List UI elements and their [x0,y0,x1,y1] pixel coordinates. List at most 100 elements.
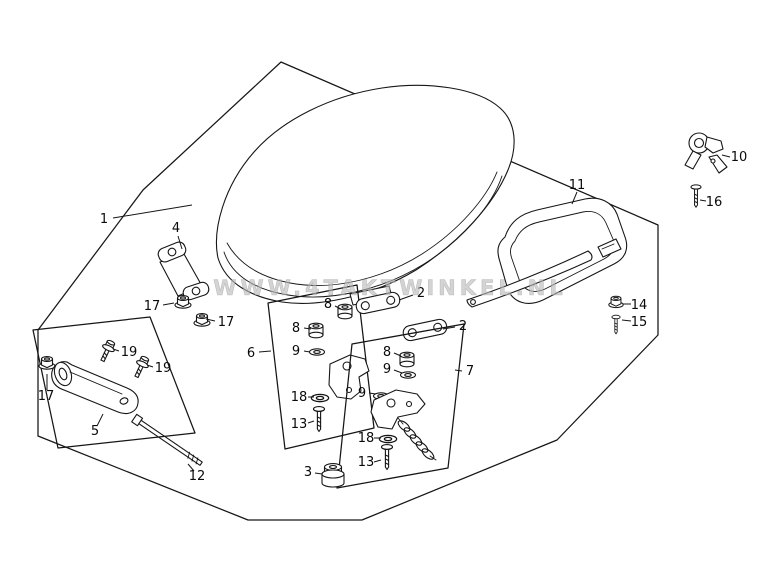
nut-17-icon [38,356,56,370]
rod-threads [187,451,199,465]
bracket-hole [386,398,396,408]
part-label-8: 8 [383,345,391,360]
leader-line-15 [621,319,632,322]
part-label-17: 17 [38,389,55,404]
toolbox-lid-part-11 [466,197,628,308]
hinge-bend-line [69,371,123,395]
latch-part-10 [684,132,728,174]
washer-18-icon [378,434,398,444]
part-label-16: 16 [706,195,723,210]
part-label-4: 4 [172,221,180,236]
part-label-14: 14 [631,298,648,313]
screw-15-icon [611,314,621,335]
part-label-17: 17 [144,299,161,314]
leader-line-8 [303,327,312,330]
washer-9-icon [399,371,417,379]
screw-13-icon [380,444,394,471]
bracket-hole [167,247,177,257]
nut-17-icon [174,295,192,309]
rod-head [131,413,144,427]
rubber-bushing-8-icon [337,303,353,320]
leader-line-17 [162,302,175,306]
leader-line-5 [96,413,104,427]
leader-line-7 [454,369,463,372]
nut-17-icon [193,313,211,327]
part-label-18: 18 [291,390,308,405]
lid-latch-tab [597,238,622,258]
hinge-tube-bore [58,367,68,381]
latch-group-box-7 [336,323,465,489]
group-box-outline [336,323,465,489]
part-label-12: 12 [189,469,206,484]
part-label-9: 9 [383,362,391,377]
part-callouts: 1417171919175126889181322899181373111016… [38,150,748,484]
hook-bracket [370,389,426,430]
hinge-group-box-5 [32,316,203,466]
bracket-hole [191,286,201,296]
part-label-2: 2 [417,286,425,301]
bolt-19-icon [96,337,118,364]
part-label-18: 18 [358,431,375,446]
watermark-text: WWW.4TAKTWINKEL.NL [213,276,566,300]
rubber-bushing-8-icon [399,351,415,368]
part-label-9: 9 [358,386,366,401]
washer-9-icon [308,348,326,356]
nut-14-icon [608,295,624,309]
leader-line-8 [334,305,342,310]
spacer-plate-2-icon [401,317,449,343]
leader-line-9 [393,369,403,374]
part-label-1: 1 [100,212,108,227]
grommet-part-3 [321,463,345,488]
part-label-7: 7 [466,364,474,379]
leader-lines [46,154,731,475]
hinge-part-5 [51,361,139,415]
leader-line-9 [303,350,311,353]
part-label-3: 3 [304,465,312,480]
strap-hole [470,299,476,305]
part-label-19: 19 [155,361,172,376]
part-label-13: 13 [291,417,308,432]
leader-line-17 [205,318,216,322]
part-label-6: 6 [247,346,255,361]
leader-line-3 [314,472,323,475]
leader-line-19 [146,364,154,368]
rubber-bushing-8-icon [308,322,324,339]
hinge-hole [119,397,129,405]
leader-line-2 [442,326,456,330]
diagram-border-outline [37,61,659,521]
leader-line-12 [187,463,195,472]
lid-strap [466,250,593,308]
seat-part-1 [215,84,515,306]
leader-line-13 [307,420,315,424]
leader-line-8 [393,352,402,357]
leader-line-19 [112,348,120,352]
part-label-5: 5 [91,424,99,439]
part-label-8: 8 [324,297,332,312]
seat-seam-line [223,175,503,298]
spring-icon [397,417,437,461]
leader-line-10 [721,154,731,158]
leader-line-9 [368,392,377,395]
part-label-17: 17 [218,315,235,330]
part-label-15: 15 [631,315,648,330]
screw-16-icon [690,184,702,208]
leader-line-6 [258,350,272,353]
leader-line-16 [699,199,707,202]
bracket-hole [405,400,413,408]
part-label-19: 19 [121,345,138,360]
bracket-part-4 [157,241,210,301]
hinge-plate [51,361,139,415]
leader-line-11 [571,191,578,205]
lid-latch-line [601,243,615,250]
part-label-11: 11 [569,178,586,193]
group-box-outline [32,316,196,449]
leader-line-4 [177,235,183,250]
rod-bolt-part-12 [131,413,203,466]
washer-18-icon [310,393,330,403]
screw-13-icon [312,406,326,433]
part-label-2: 2 [459,319,467,334]
part-label-8: 8 [292,321,300,336]
seat-piping-line [226,171,498,286]
